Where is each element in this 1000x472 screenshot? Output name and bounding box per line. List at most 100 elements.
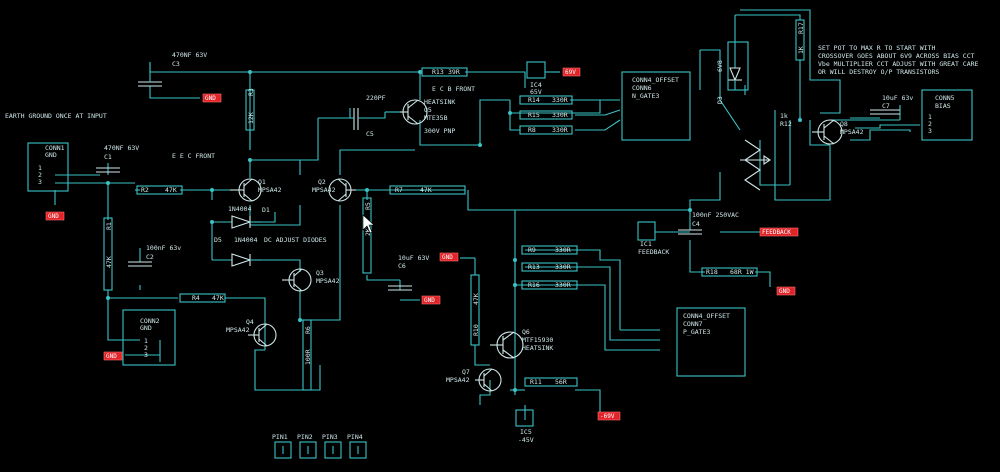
svg-text:CONN6: CONN6 xyxy=(632,84,652,92)
transistors xyxy=(230,99,843,392)
svg-text:MPSA42: MPSA42 xyxy=(840,128,864,136)
svg-text:MPSA42: MPSA42 xyxy=(316,277,340,285)
connector-conn7-box xyxy=(676,307,746,377)
svg-text:470NF 63V: 470NF 63V xyxy=(104,144,139,152)
svg-text:330R: 330R xyxy=(552,126,568,134)
resistor-r9 xyxy=(521,245,578,255)
gnd-flag xyxy=(776,286,796,296)
pin1-label: PIN1 xyxy=(272,433,288,441)
ecb-front-label: E C B FRONT xyxy=(432,85,475,93)
pin2-box[interactable] xyxy=(299,441,317,459)
svg-text:CONN1: CONN1 xyxy=(45,144,65,152)
resistor-r16 xyxy=(521,280,578,290)
ic5-box xyxy=(515,409,534,427)
svg-text:1: 1 xyxy=(928,113,932,121)
connector-conn2-box xyxy=(122,309,176,366)
svg-text:2K2: 2K2 xyxy=(364,224,372,236)
svg-text:GND: GND xyxy=(140,324,152,332)
svg-text:56R: 56R xyxy=(555,378,567,386)
svg-text:1N4004: 1N4004 xyxy=(234,236,258,244)
resistors xyxy=(103,19,805,391)
pin1-box[interactable] xyxy=(274,441,292,459)
svg-text:MPSA42: MPSA42 xyxy=(226,326,250,334)
eec-front-label: E E C FRONT xyxy=(172,152,215,160)
svg-text:47K: 47K xyxy=(165,186,177,194)
svg-text:470NF 63V: 470NF 63V xyxy=(172,51,207,59)
earth-note: EARTH GROUND ONCE AT INPUT xyxy=(5,112,107,120)
svg-text:-69V: -69V xyxy=(600,413,615,420)
potentiometer-r12[interactable] xyxy=(740,139,771,191)
svg-text:GND: GND xyxy=(442,254,453,261)
svg-text:CONN4_OFFSET: CONN4_OFFSET xyxy=(632,76,679,84)
svg-text:12K: 12K xyxy=(247,112,255,124)
pin3-box[interactable] xyxy=(324,441,342,459)
svg-text:R3: R3 xyxy=(247,88,255,96)
svg-text:R13: R13 xyxy=(528,263,540,271)
svg-text:Q3: Q3 xyxy=(316,269,324,277)
svg-text:MPSA42: MPSA42 xyxy=(312,186,336,194)
neg-69v-flag xyxy=(597,411,621,421)
svg-text:220PF: 220PF xyxy=(366,94,386,102)
svg-text:MTF15930: MTF15930 xyxy=(522,336,553,344)
ic1-box xyxy=(637,221,656,241)
svg-text:CONN5: CONN5 xyxy=(935,94,955,102)
svg-text:330R: 330R xyxy=(555,246,571,254)
svg-text:R4: R4 xyxy=(192,294,200,302)
svg-text:10uF 63v: 10uF 63v xyxy=(882,94,913,102)
svg-text:1: 1 xyxy=(38,164,42,172)
svg-text:100nF 63v: 100nF 63v xyxy=(146,244,181,252)
svg-text:3: 3 xyxy=(928,127,932,135)
mouse-cursor-icon xyxy=(362,214,375,234)
svg-text:C3: C3 xyxy=(172,60,180,68)
resistor-r13 xyxy=(421,67,468,77)
resistor-r11 xyxy=(524,377,578,387)
svg-text:R2: R2 xyxy=(141,186,149,194)
svg-text:47K: 47K xyxy=(420,186,432,194)
pos-69v-flag xyxy=(562,67,581,77)
svg-text:P_GATE3: P_GATE3 xyxy=(683,328,710,336)
svg-text:300V PNP: 300V PNP xyxy=(424,127,455,135)
gnd-flag xyxy=(421,295,441,305)
svg-text:1N4004: 1N4004 xyxy=(228,205,252,213)
svg-text:Q4: Q4 xyxy=(246,318,254,326)
svg-text:47K: 47K xyxy=(212,294,224,302)
svg-text:R17: R17 xyxy=(797,22,805,34)
svg-text:Q6: Q6 xyxy=(522,328,530,336)
labels: EARTH GROUND ONCE AT INPUT SET POT TO MA… xyxy=(5,22,979,444)
pin4-label: PIN4 xyxy=(347,433,363,441)
svg-text:FEEDBACK: FEEDBACK xyxy=(638,248,669,256)
svg-text:BIAS: BIAS xyxy=(935,102,951,110)
svg-text:D1: D1 xyxy=(262,206,270,214)
svg-text:68R 1W: 68R 1W xyxy=(730,268,754,276)
svg-text:IC5: IC5 xyxy=(520,428,532,436)
svg-text:3: 3 xyxy=(38,178,42,186)
svg-text:C2: C2 xyxy=(146,253,154,261)
svg-text:Q8: Q8 xyxy=(840,120,848,128)
setpot-note-3: Vbe MULTIPLIER CCT ADJUST WITH GREAT CAR… xyxy=(818,60,979,68)
svg-text:R7: R7 xyxy=(395,186,403,194)
svg-text:CONN2: CONN2 xyxy=(140,317,160,325)
diode-d1 xyxy=(231,215,252,229)
zener-box xyxy=(727,41,749,91)
svg-text:HEATSINK: HEATSINK xyxy=(424,98,455,106)
svg-text:GND: GND xyxy=(205,95,216,102)
svg-text:R15: R15 xyxy=(528,111,540,119)
resistor-r14 xyxy=(519,95,573,105)
diode-6v8 xyxy=(729,67,741,82)
resistor-r3 xyxy=(245,89,255,131)
dc-adjust-label: DC ADJUST DIODES xyxy=(264,236,327,244)
connector-boxes xyxy=(27,41,973,459)
svg-text:MTE35B: MTE35B xyxy=(424,114,448,122)
resistor-r5 xyxy=(362,197,372,274)
diode-d5 xyxy=(231,253,252,267)
junction-dots xyxy=(106,70,802,392)
svg-text:MPSA42: MPSA42 xyxy=(446,376,470,384)
resistor-r2 xyxy=(136,185,183,195)
svg-text:2: 2 xyxy=(38,171,42,179)
svg-text:R18: R18 xyxy=(706,268,718,276)
pin4-box[interactable] xyxy=(349,441,367,459)
svg-text:GND: GND xyxy=(48,213,59,220)
svg-text:R13: R13 xyxy=(432,68,444,76)
svg-text:R16: R16 xyxy=(528,281,540,289)
svg-text:2: 2 xyxy=(144,344,148,352)
